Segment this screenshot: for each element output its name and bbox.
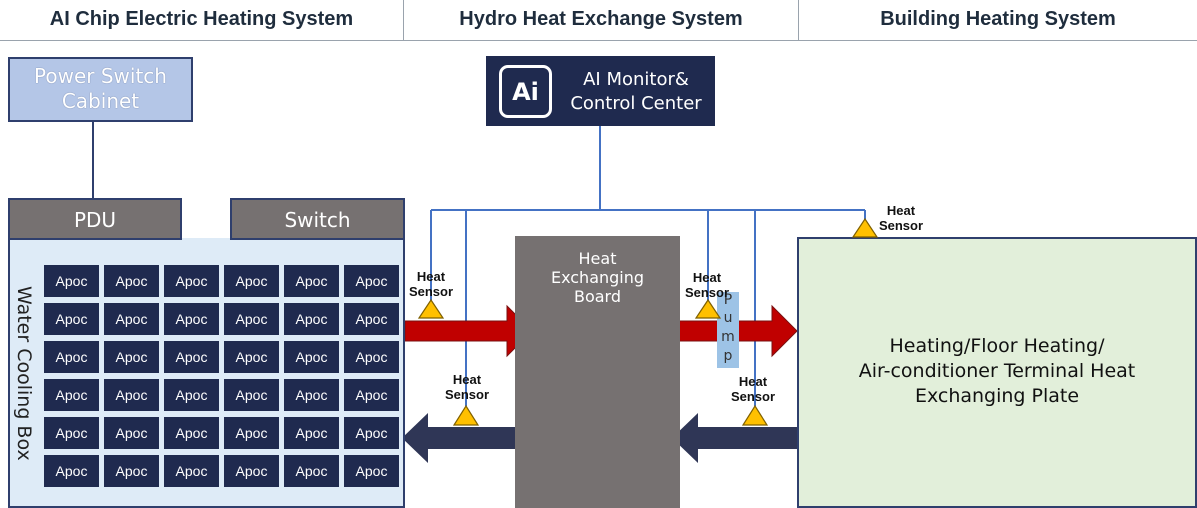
monitor-line1: AI Monitor& [583,69,689,90]
apoc-chip: Apoc [164,341,219,373]
bld-line3: Exchanging Plate [914,385,1080,407]
apoc-chip: Apoc [344,265,399,297]
sensor-triangle-icon [694,298,722,319]
apoc-chip: Apoc [104,417,159,449]
apoc-chip: Apoc [104,265,159,297]
switch-tab: Switch [230,198,405,240]
apoc-chip: Apoc [224,417,279,449]
heat-sensor-label-3: Heat Sensor [678,270,736,300]
apoc-chip: Apoc [164,303,219,335]
hx-line2: Exchanging [550,268,645,287]
apoc-chip: Apoc [164,265,219,297]
pump-letter: P [723,292,733,308]
header-building: Building Heating System [880,8,1116,30]
apoc-chip: Apoc [164,417,219,449]
sensor-label-line: Heat [692,270,722,285]
apoc-chip: Apoc [344,379,399,411]
pump-letter: m [721,329,735,345]
apoc-chip: Apoc [344,303,399,335]
cold-arrow-right [672,413,797,463]
apoc-chip: Apoc [44,417,99,449]
building-terminal-label: Heating/Floor Heating/ Air-conditioner T… [797,334,1197,409]
sensor-label-line: Sensor [408,284,454,299]
sensor-triangle-icon [851,217,879,238]
ai-logo-icon: Ai [499,65,552,118]
apoc-chip: Apoc [44,379,99,411]
sensor-label-line: Sensor [444,387,490,402]
apoc-chip: Apoc [44,455,99,487]
apoc-chip: Apoc [344,455,399,487]
power-cabinet-line1: Power Switch [34,64,167,88]
water-cooling-box-label: Water Cooling Box [13,285,35,461]
sensor-label-line: Sensor [730,389,776,404]
pump-letter: u [723,310,733,326]
sensor-label-line: Heat [452,372,482,387]
apoc-chip: Apoc [224,265,279,297]
sensor-triangle-icon [741,404,769,426]
apoc-chip: Apoc [224,341,279,373]
heat-sensor-label-1: Heat Sensor [402,269,460,299]
apoc-chip: Apoc [164,455,219,487]
power-switch-cabinet: Power Switch Cabinet [8,57,193,122]
apoc-chip: Apoc [284,417,339,449]
sensor-triangle-icon [417,298,445,319]
monitor-line2: Control Center [570,93,702,114]
apoc-chip: Apoc [104,341,159,373]
apoc-chip: Apoc [104,379,159,411]
pump-letter: p [723,348,733,364]
header-divider [0,40,1197,41]
hx-line1: Heat [578,249,617,268]
header-hydro: Hydro Heat Exchange System [404,0,799,40]
apoc-chip: Apoc [284,265,339,297]
apoc-chip: Apoc [44,265,99,297]
apoc-chip: Apoc [284,303,339,335]
bld-line2: Air-conditioner Terminal Heat [858,360,1136,382]
apoc-chip: Apoc [104,303,159,335]
apoc-chip: Apoc [44,341,99,373]
apoc-chip: Apoc [284,379,339,411]
monitor-title: AI Monitor& Control Center [561,68,711,116]
power-cabinet-line2: Cabinet [61,89,140,113]
heat-sensor-label-4: Heat Sensor [724,374,782,404]
apoc-chip: Apoc [284,341,339,373]
sensor-label-line: Sensor [684,285,730,300]
heat-exchanging-board [515,236,680,508]
heat-sensor-label-5: Heat Sensor [872,203,930,233]
apoc-chip: Apoc [104,455,159,487]
heat-exchanging-board-label: Heat Exchanging Board [515,249,680,306]
cold-arrow-left [402,413,525,463]
apoc-chip: Apoc [344,417,399,449]
hx-line3: Board [573,287,622,306]
heat-sensor-label-2: Heat Sensor [438,372,496,402]
apoc-chip: Apoc [164,379,219,411]
header-ai-chip: AI Chip Electric Heating System [0,0,404,40]
bld-line1: Heating/Floor Heating/ [889,335,1105,357]
building-terminal-plate [797,237,1197,508]
sensor-label-line: Heat [738,374,768,389]
apoc-chip: Apoc [284,455,339,487]
sensor-label-line: Heat [416,269,446,284]
apoc-chip: Apoc [344,341,399,373]
apoc-chip: Apoc [44,303,99,335]
pdu-tab: PDU [8,198,182,240]
sensor-triangle-icon [452,404,480,426]
apoc-chip: Apoc [224,455,279,487]
sensor-label-line: Heat [886,203,916,218]
pump: P u m p [717,292,739,368]
apoc-chip: Apoc [224,303,279,335]
apoc-chip: Apoc [224,379,279,411]
sensor-label-line: Sensor [878,218,924,233]
